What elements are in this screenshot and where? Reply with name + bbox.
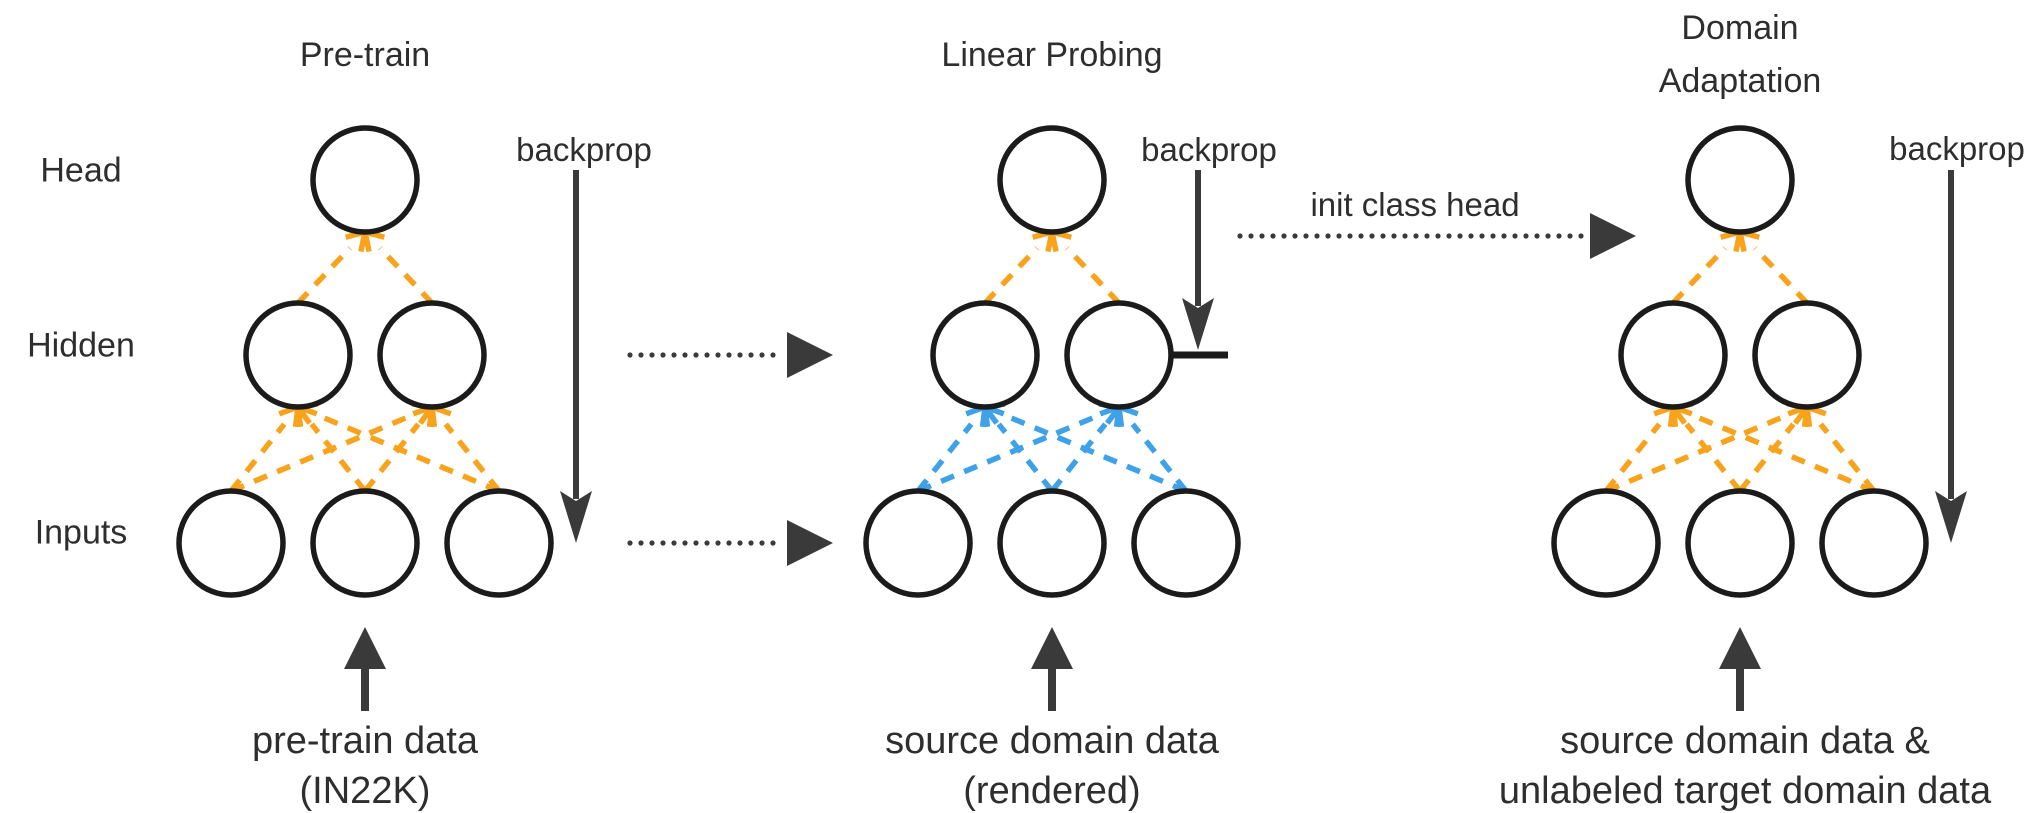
panel-title-pretrain: Pre-train xyxy=(155,0,575,110)
caption-line: source domain data xyxy=(885,720,1219,762)
caption-source-domain-data: source domain data (rendered) xyxy=(722,716,1382,813)
caption-line: (rendered) xyxy=(963,770,1141,812)
panel-title-line: Linear Probing xyxy=(941,35,1163,74)
transfer-arrow-hidden-level xyxy=(627,332,833,378)
row-label-hidden: Hidden xyxy=(27,326,135,365)
row-label-inputs: Inputs xyxy=(34,513,128,552)
backprop-label-pretrain: backprop xyxy=(516,131,652,168)
caption-line: unlabeled target domain data xyxy=(1498,770,1992,812)
backprop-label-linear-probing: backprop xyxy=(1141,131,1277,168)
network-panel-1 xyxy=(863,125,1241,711)
network-panel-2 xyxy=(1551,125,1967,711)
row-label-head: Head xyxy=(40,151,122,190)
network-panel-0 xyxy=(176,125,592,711)
panel-title-line: Adaptation xyxy=(1658,62,1822,100)
init-class-head-arrow xyxy=(1237,213,1636,259)
init-class-head-label: init class head xyxy=(1310,186,1520,223)
panel-title-domain-adaptation: Domain Adaptation xyxy=(1530,0,1950,110)
caption-source-and-target-data: source domain data & unlabeled target do… xyxy=(1415,716,2028,813)
caption-pretrain-data: pre-train data (IN22K) xyxy=(35,716,695,813)
caption-line: source domain data & xyxy=(1560,720,1930,762)
panel-title-line: Domain xyxy=(1681,9,1799,47)
caption-line: (IN22K) xyxy=(299,770,431,812)
caption-line: pre-train data xyxy=(251,720,478,762)
panel-title-linear-probing: Linear Probing xyxy=(842,0,1262,110)
panel-title-line: Pre-train xyxy=(299,35,431,74)
backprop-label-domain-adaptation: backprop xyxy=(1889,130,2025,167)
transfer-arrow-input-level xyxy=(627,520,833,566)
